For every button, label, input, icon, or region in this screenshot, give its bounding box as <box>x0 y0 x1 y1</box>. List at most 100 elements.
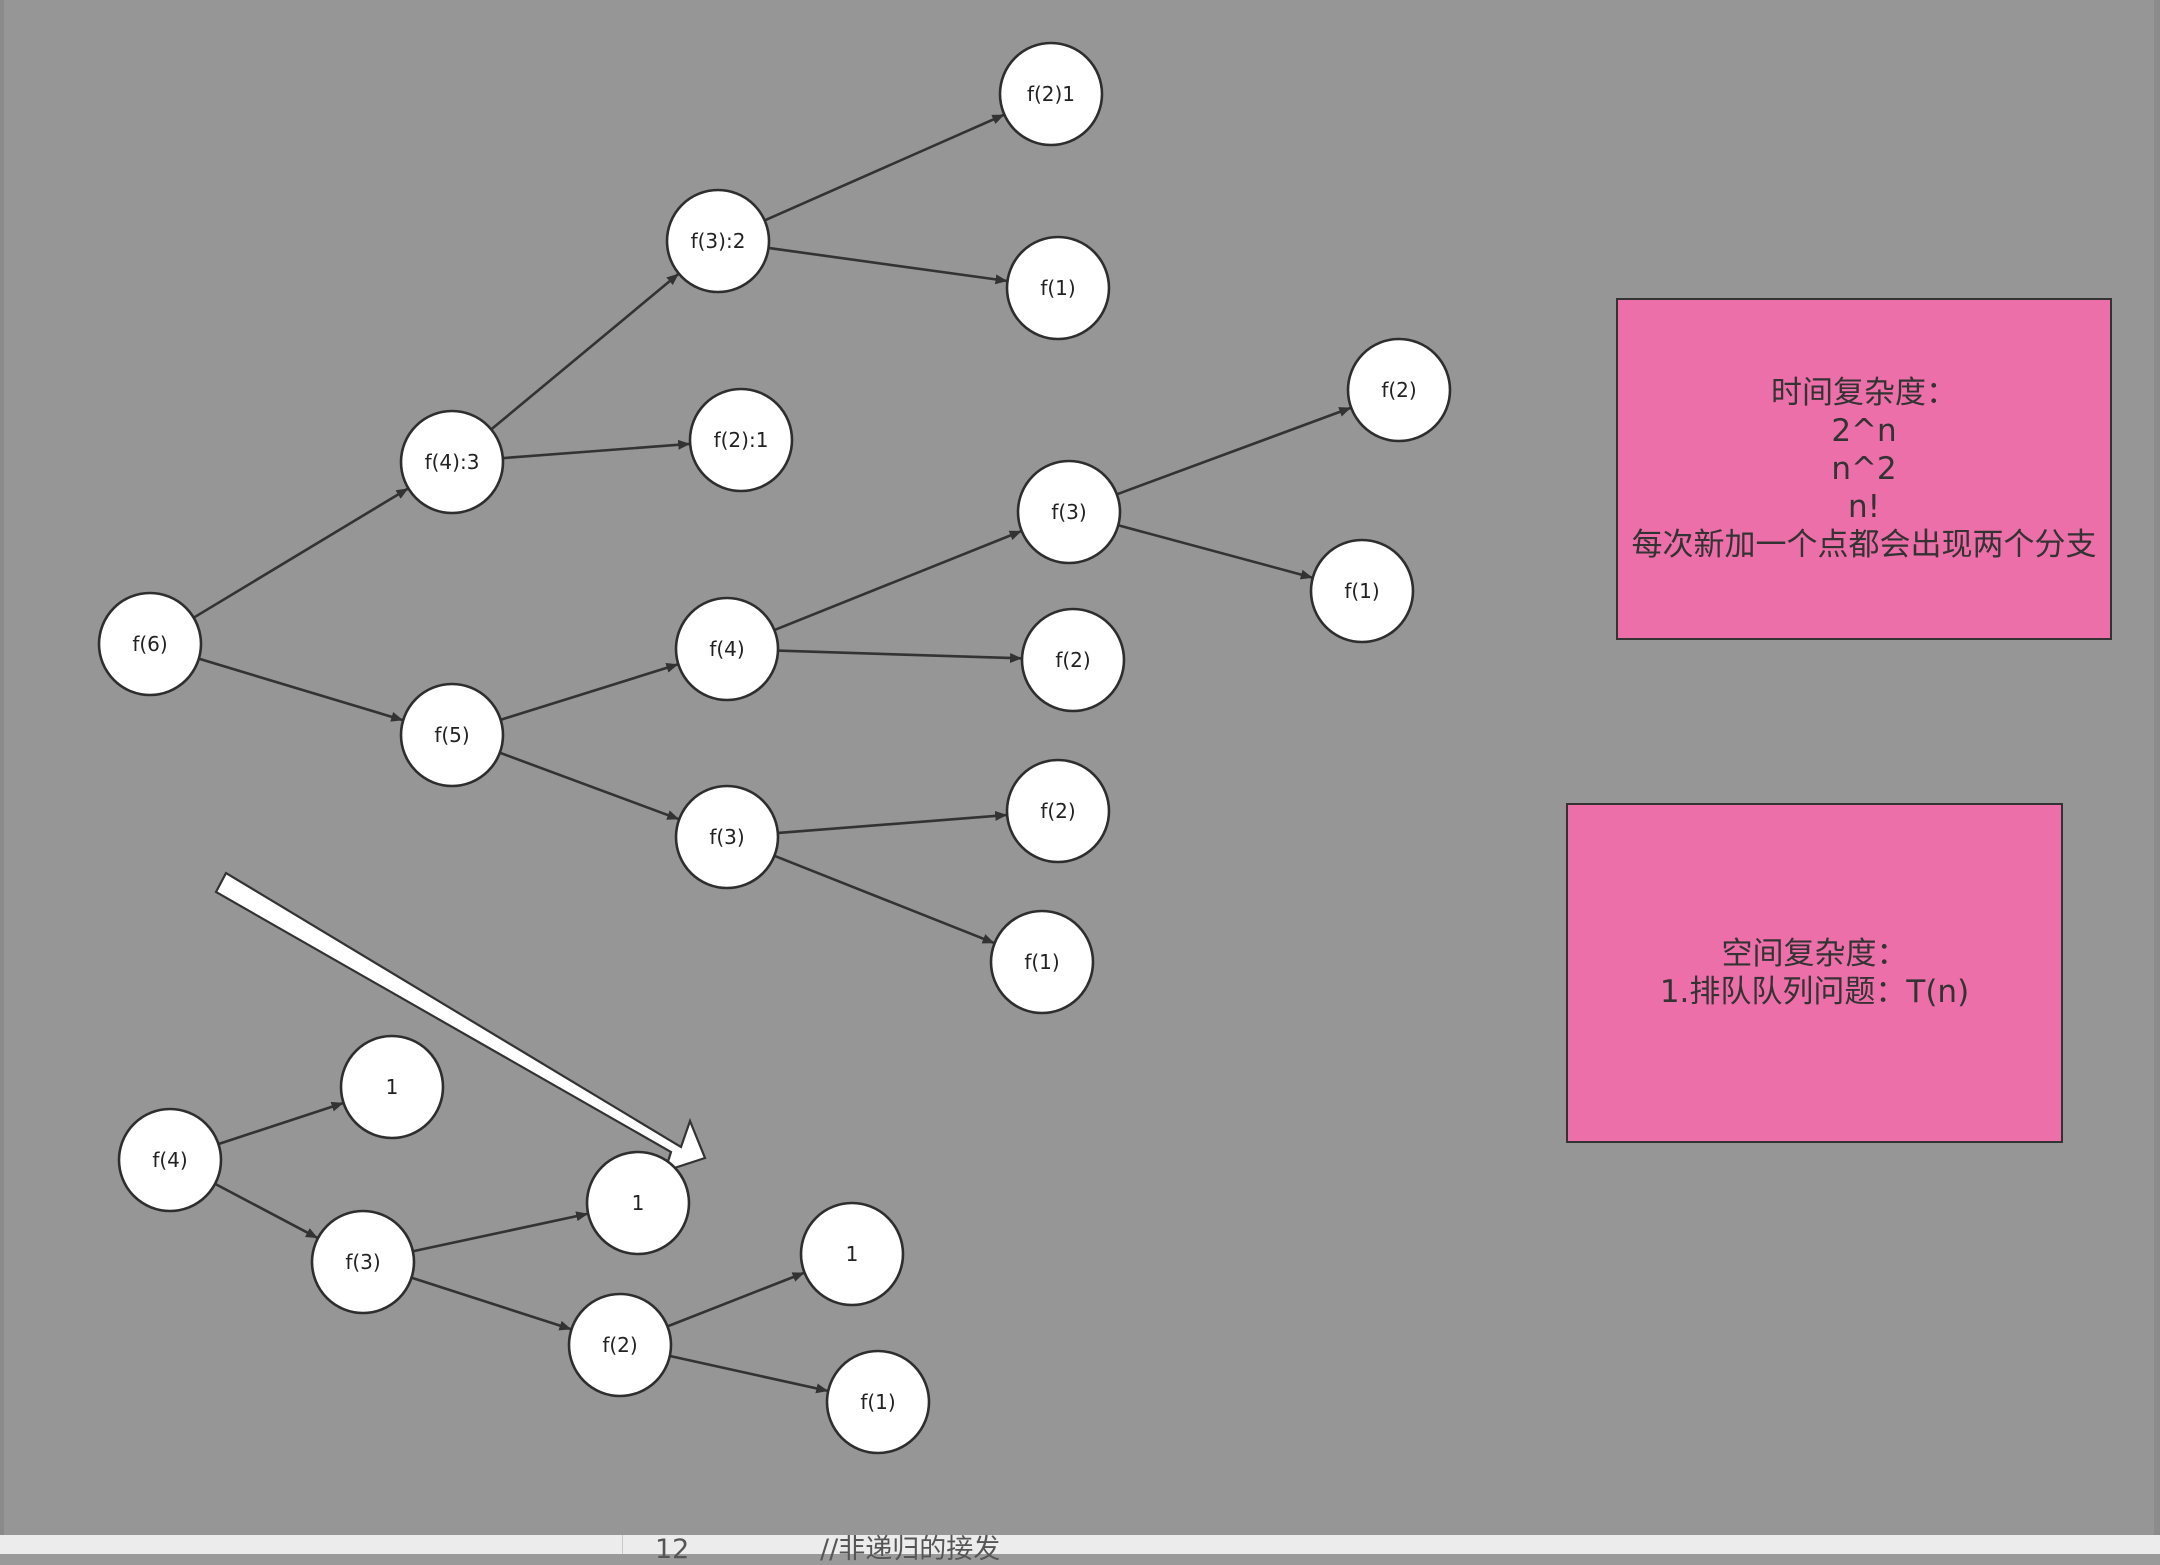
tree-node[interactable]: f(2) <box>1005 758 1111 864</box>
tree-node[interactable]: f(6) <box>97 591 203 697</box>
tree-edge-arrow <box>410 1276 572 1331</box>
tree-node[interactable]: f(1) <box>1005 235 1111 341</box>
code-editor-strip <box>0 1535 2160 1554</box>
tree-node-label: f(2) <box>1040 799 1075 823</box>
tree-node[interactable]: f(1) <box>825 1349 931 1455</box>
tree-node[interactable]: f(4) <box>117 1107 223 1213</box>
tree-edge-arrow <box>217 1101 344 1146</box>
tree-node-label: 1 <box>846 1242 859 1266</box>
space-complexity-note[interactable]: 空间复杂度： 1.排队队列问题：T(n) <box>1566 803 2063 1143</box>
tree-node-label: f(3) <box>1051 500 1086 524</box>
tree-node-circle <box>989 909 1095 1015</box>
time-complexity-line-nfact: n! <box>1847 489 1881 525</box>
edges-layer <box>192 113 1352 1394</box>
line-number: 12 <box>655 1534 690 1565</box>
tree-edge-arrow <box>489 273 679 432</box>
tree-node[interactable]: f(4):3 <box>399 409 505 515</box>
tree-node[interactable]: 1 <box>799 1201 905 1307</box>
tree-node-circle <box>97 591 203 697</box>
time-complexity-line-desc: 每次新加一个点都会出现两个分支 <box>1631 527 2097 563</box>
tree-node-label: f(1) <box>1024 950 1059 974</box>
tree-node-label: f(4) <box>152 1148 187 1172</box>
tree-edge-arrow <box>666 1271 805 1328</box>
tree-node[interactable]: f(2) <box>1346 337 1452 443</box>
tree-node-circle <box>674 596 780 702</box>
tree-node[interactable]: f(4) <box>674 596 780 702</box>
tree-edge-arrow <box>197 657 404 722</box>
tree-edge-arrow <box>772 854 995 945</box>
tree-node-circle <box>310 1209 416 1315</box>
editor-gutter-divider <box>622 1535 623 1554</box>
tree-edge-arrow <box>763 113 1005 222</box>
right-border <box>2154 0 2160 1554</box>
time-complexity-note[interactable]: 时间复杂度： 2^n n^2 n! 每次新加一个点都会出现两个分支 <box>1616 298 2112 640</box>
tree-node-circle <box>1309 538 1415 644</box>
tree-node[interactable]: f(3) <box>310 1209 416 1315</box>
tree-node-label: f(1) <box>860 1390 895 1414</box>
tree-node-circle <box>399 409 505 515</box>
tree-edge-arrow <box>776 810 1008 835</box>
tree-node-label: f(6) <box>132 632 167 656</box>
tree-node-circle <box>1020 607 1126 713</box>
time-complexity-line-n2: n^2 <box>1831 451 1897 487</box>
tree-node-label: f(4) <box>709 637 744 661</box>
tree-node-label: f(5) <box>434 723 469 747</box>
tree-node-label: f(2)1 <box>1027 82 1075 106</box>
tree-node[interactable]: f(3) <box>674 784 780 890</box>
time-complexity-title: 时间复杂度： <box>1771 375 1957 411</box>
tree-node-label: f(2):1 <box>714 428 769 452</box>
tree-node[interactable]: f(1) <box>1309 538 1415 644</box>
tree-node-circle <box>1005 235 1111 341</box>
tree-edge-arrow <box>776 649 1023 663</box>
tree-node-label: f(2) <box>602 1333 637 1357</box>
tree-edge-arrow <box>772 530 1022 632</box>
code-comment: //非递归的接发 <box>820 1534 1001 1565</box>
tree-node[interactable]: f(3):2 <box>665 188 771 294</box>
tree-node-label: f(3):2 <box>691 229 746 253</box>
tree-node-label: f(3) <box>709 825 744 849</box>
tree-node-circle <box>567 1292 673 1398</box>
tree-edge-arrow <box>1116 523 1313 580</box>
tree-node[interactable]: f(5) <box>399 682 505 788</box>
tree-node[interactable]: f(2) <box>1020 607 1126 713</box>
tree-node-circle <box>998 41 1104 147</box>
tree-node[interactable]: f(2)1 <box>998 41 1104 147</box>
tree-node-label: f(2) <box>1381 378 1416 402</box>
tree-node-circle <box>339 1034 445 1140</box>
tree-node[interactable]: f(2) <box>567 1292 673 1398</box>
tree-node-circle <box>1005 758 1111 864</box>
nodes-layer: f(6)f(4):3f(5)f(3):2f(2):1f(2)1f(1)f(4)f… <box>97 41 1452 1455</box>
tree-node-circle <box>117 1107 223 1213</box>
tree-node-label: 1 <box>386 1075 399 1099</box>
tree-node[interactable]: f(1) <box>989 909 1095 1015</box>
tree-node-circle <box>399 682 505 788</box>
tree-node-label: f(4):3 <box>425 450 480 474</box>
tree-node[interactable]: 1 <box>585 1150 691 1256</box>
time-complexity-line-2n: 2^n <box>1831 413 1897 449</box>
tree-edge-arrow <box>1115 406 1352 496</box>
tree-node[interactable]: 1 <box>339 1034 445 1140</box>
tree-node-label: 1 <box>632 1191 645 1215</box>
tree-node-circle <box>825 1349 931 1455</box>
tree-edge-arrow <box>498 751 680 821</box>
tree-node-circle <box>665 188 771 294</box>
tree-node-label: f(1) <box>1040 276 1075 300</box>
space-complexity-title: 空间复杂度： <box>1721 936 1908 972</box>
space-complexity-line-queue: 1.排队队列问题：T(n) <box>1659 974 1970 1010</box>
tree-node-circle <box>585 1150 691 1256</box>
left-border <box>0 0 4 1554</box>
tree-edge-arrow <box>767 246 1008 285</box>
tree-edge-arrow <box>213 1182 318 1239</box>
tree-edge-arrow <box>411 1211 589 1253</box>
tree-node-circle <box>1346 337 1452 443</box>
tree-node[interactable]: f(3) <box>1016 459 1122 565</box>
tree-edge-arrow <box>192 487 409 620</box>
tree-node-circle <box>674 784 780 890</box>
tree-node-circle <box>799 1201 905 1307</box>
tree-node-circle <box>688 387 794 493</box>
tree-node-label: f(2) <box>1055 648 1090 672</box>
tree-edge-arrow <box>501 439 691 460</box>
tree-node[interactable]: f(2):1 <box>688 387 794 493</box>
tree-node-circle <box>1016 459 1122 565</box>
tree-edge-arrow <box>668 1354 829 1394</box>
